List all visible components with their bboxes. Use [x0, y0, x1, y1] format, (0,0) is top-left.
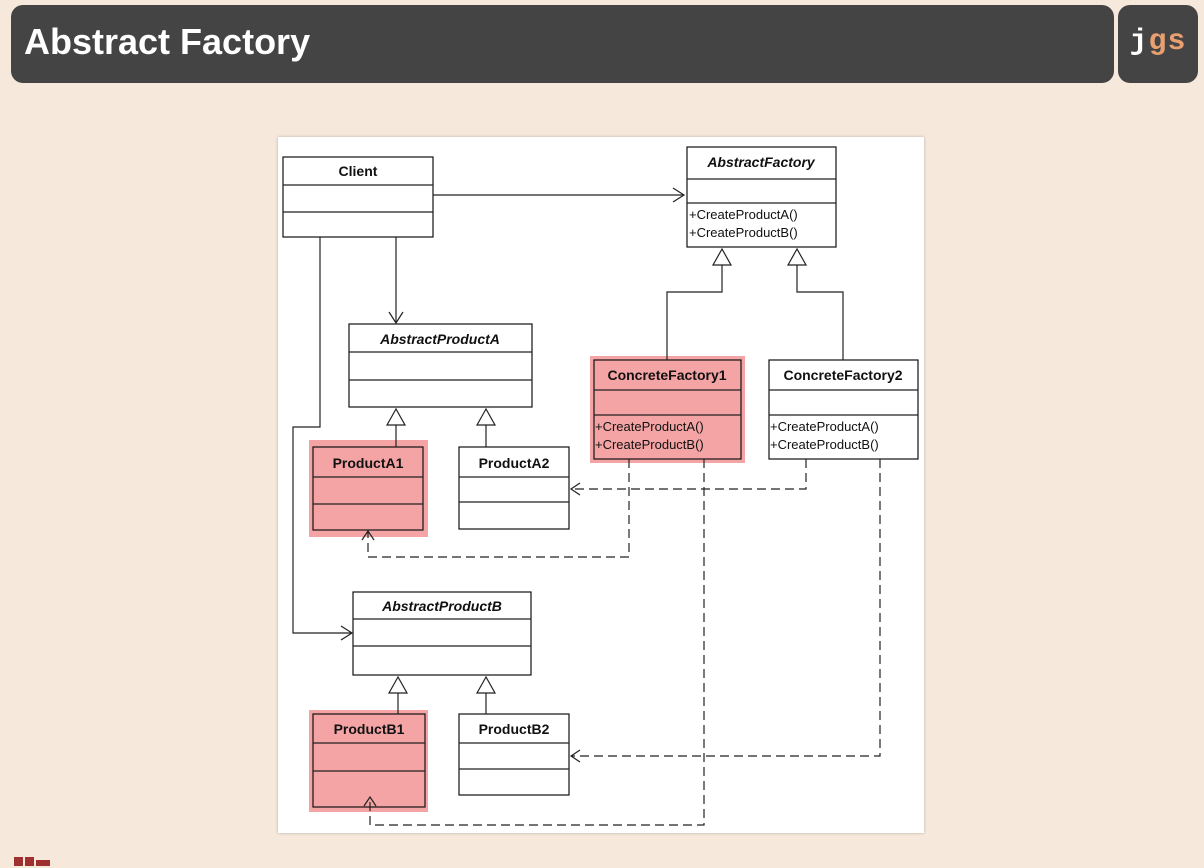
uml-diagram-svg: Client AbstractFactory +CreateProductA()…	[282, 146, 919, 826]
concrete-factory-1-label: ConcreteFactory1	[607, 367, 726, 383]
product-a2-label: ProductA2	[479, 455, 550, 471]
concrete-factory-2-class: ConcreteFactory2 +CreateProductA() +Crea…	[768, 359, 919, 460]
title-bar: Abstract Factory	[11, 5, 1114, 83]
client-class: Client	[282, 156, 434, 238]
product-b1-class: ProductB1	[312, 713, 426, 808]
abstract-product-a-class: AbstractProductA	[348, 323, 533, 408]
product-a1-class: ProductA1	[312, 446, 424, 531]
cf2-creates-product-a2	[569, 459, 807, 496]
abstract-product-b-label: AbstractProductB	[381, 598, 502, 614]
product-b1-label: ProductB1	[334, 721, 405, 737]
client-label: Client	[339, 163, 378, 179]
concrete-factory-2-label: ConcreteFactory2	[783, 367, 902, 383]
uml-diagram: Client AbstractFactory +CreateProductA()…	[278, 137, 924, 833]
cf1-op-b: +CreateProductB()	[595, 437, 704, 452]
abstract-product-a-label: AbstractProductA	[379, 331, 500, 347]
client-to-abstract-product-b-arrow	[292, 237, 354, 641]
abstract-factory-class: AbstractFactory +CreateProductA() +Creat…	[686, 146, 837, 248]
product-a1-label: ProductA1	[333, 455, 404, 471]
product-b2-label: ProductB2	[479, 721, 550, 737]
client-to-abstract-product-a-arrow	[388, 237, 404, 325]
jgs-logo: jgs	[1118, 5, 1198, 83]
abstract-factory-op-b: +CreateProductB()	[689, 225, 798, 240]
product-b2-class: ProductB2	[458, 713, 570, 796]
cf1-creates-product-b1	[363, 459, 705, 826]
cf2-inherits-abstract-factory	[786, 247, 844, 360]
product-b1-inherits	[387, 675, 409, 714]
product-b1-highlight	[309, 710, 428, 812]
product-a1-highlight	[309, 440, 428, 537]
cf1-creates-product-a1	[361, 459, 630, 558]
logo-letters-gs: gs	[1148, 25, 1187, 59]
client-to-abstract-factory-arrow	[433, 187, 686, 203]
product-b2-inherits	[475, 675, 497, 714]
slide-nav-icon[interactable]	[14, 855, 54, 867]
concrete-factory-1-highlight	[590, 356, 745, 463]
cf2-op-b: +CreateProductB()	[770, 437, 879, 452]
abstract-factory-op-a: +CreateProductA()	[689, 207, 798, 222]
slide-title: Abstract Factory	[24, 21, 311, 62]
product-a2-inherits	[475, 407, 497, 447]
cf1-inherits-abstract-factory	[666, 247, 733, 360]
abstract-factory-label: AbstractFactory	[706, 154, 816, 170]
product-a1-inherits	[385, 407, 407, 447]
cf2-op-a: +CreateProductA()	[770, 419, 879, 434]
abstract-product-b-class: AbstractProductB	[352, 591, 532, 676]
logo-letter-j: j	[1129, 25, 1149, 59]
product-a2-class: ProductA2	[458, 446, 570, 530]
cf1-op-a: +CreateProductA()	[595, 419, 704, 434]
cf2-creates-product-b2	[569, 459, 881, 763]
